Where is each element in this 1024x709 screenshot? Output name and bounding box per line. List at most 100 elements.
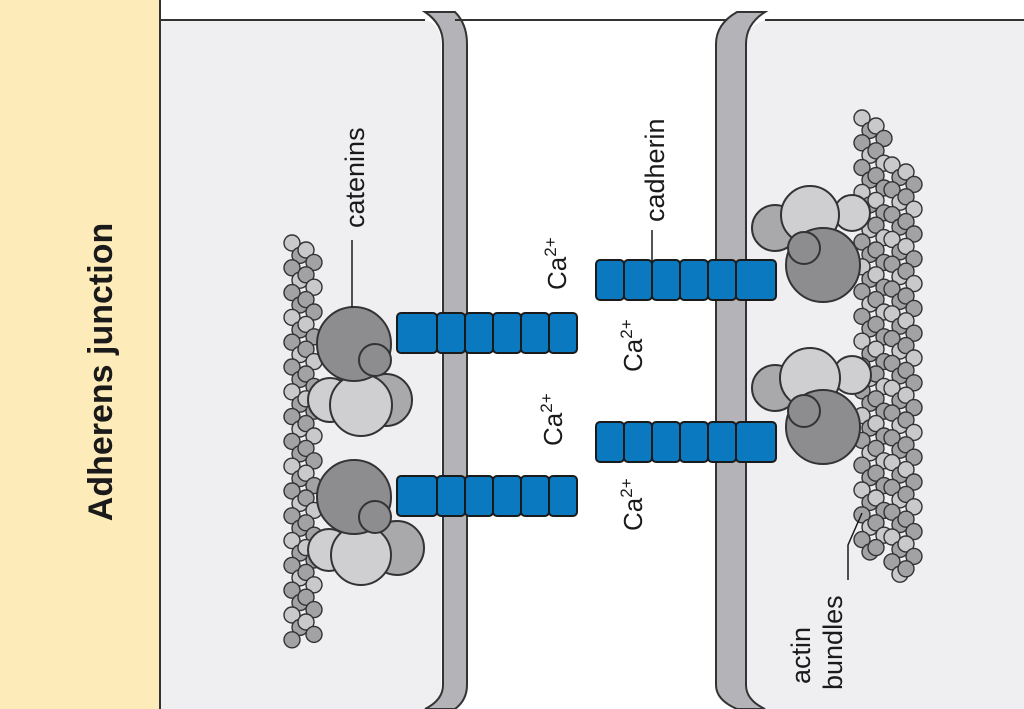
actin-subunit (905, 225, 923, 243)
actin-subunit (283, 234, 301, 252)
actin-bundles-leader-line (847, 512, 863, 580)
actin-subunit (867, 390, 885, 408)
actin-subunit (867, 191, 885, 210)
actin-subunit (897, 188, 915, 206)
catenin-cluster-upper-left (307, 306, 413, 437)
actin-subunit (883, 205, 901, 224)
diagram-title: Adherens junction (82, 223, 120, 521)
actin-subunit (905, 473, 923, 491)
actin-subunit (305, 303, 323, 321)
actin-subunit (853, 307, 871, 326)
catenin-cluster-upper-right (751, 185, 871, 303)
cadherin-domain (520, 312, 550, 354)
actin-subunit (897, 535, 915, 553)
left-cell-membrane (421, 11, 468, 709)
cadherin-domain (735, 259, 777, 301)
actin-subunit (297, 266, 315, 284)
cadherin-domain (396, 312, 438, 354)
actin-subunit (883, 478, 901, 497)
cadherin-domain (707, 421, 737, 463)
cadherin-domain (623, 259, 653, 301)
cadherin-domain (679, 259, 709, 301)
actin-subunit (897, 560, 915, 578)
title-bar (0, 0, 160, 709)
actin-subunit (897, 460, 915, 479)
cadherin-label: cadherin (640, 118, 670, 222)
actin-subunit (897, 411, 915, 429)
actin-subunit (297, 340, 315, 358)
actin-subunit (867, 514, 885, 532)
calcium-ion-label: Ca2+ (617, 319, 648, 372)
actin-subunit (867, 117, 885, 135)
actin-subunit (297, 290, 315, 309)
actin-subunit (905, 175, 923, 194)
actin-subunit (867, 464, 885, 482)
actin-subunit (897, 436, 915, 454)
cadherin-domain (651, 259, 681, 301)
actin-subunit (883, 354, 901, 373)
actin-subunit (283, 383, 301, 401)
actin-subunit (883, 528, 901, 546)
calcium-ion-label: Ca2+ (617, 478, 648, 531)
actin-subunit (897, 212, 915, 231)
actin-subunit (897, 485, 915, 504)
actin-subunit (905, 274, 923, 293)
actin-subunit (283, 333, 301, 351)
actin-subunit (897, 312, 915, 330)
actin-subunit (305, 576, 323, 594)
actin-subunit (883, 553, 901, 571)
actin-subunit (283, 283, 301, 302)
calcium-ion-label: Ca2+ (537, 393, 568, 446)
actin-subunit (283, 308, 301, 327)
actin-subunit (297, 489, 315, 507)
actin-subunit (297, 464, 315, 482)
cadherin-domain (520, 475, 550, 517)
cadherin-domain (464, 475, 494, 517)
actin-subunit (905, 547, 923, 566)
actin-subunit (883, 429, 901, 447)
actin-subunit (905, 200, 923, 218)
actin-subunit (897, 262, 915, 280)
actin-subunit (283, 482, 301, 500)
actin-subunit (853, 332, 871, 350)
cadherin-domain (436, 475, 466, 517)
actin-subunit (867, 142, 885, 160)
actin-subunit (905, 250, 923, 268)
cadherin-domain (595, 259, 625, 301)
actin-subunit (905, 522, 923, 541)
actin-subunit (883, 503, 901, 521)
actin-subunit (883, 305, 901, 323)
actin-subunit (297, 514, 315, 532)
actin-subunit (853, 456, 871, 474)
actin-subunit (853, 530, 871, 549)
actin-subunit (853, 233, 871, 251)
actin-subunit (283, 507, 301, 525)
actin-subunit (283, 581, 301, 599)
actin-subunit (297, 414, 315, 433)
actin-subunit (297, 241, 315, 259)
actin-subunit (297, 613, 315, 631)
actin-subunit (883, 329, 901, 348)
actin-subunit (883, 453, 901, 472)
actin-subunit (897, 361, 915, 380)
actin-subunit (905, 299, 923, 318)
actin-subunit (297, 315, 315, 334)
actin-subunit (283, 259, 301, 277)
actin-subunit (867, 340, 885, 358)
actin-subunit (305, 600, 323, 619)
actin-bundles-label-line2: bundles (818, 595, 848, 690)
actin-subunit (867, 241, 885, 259)
left-actin-bundle (283, 234, 323, 649)
cadherin-right-lower (595, 421, 777, 463)
actin-subunit (305, 427, 323, 445)
actin-subunit (875, 129, 893, 148)
actin-subunit (853, 282, 871, 301)
cadherin-left-upper (396, 312, 578, 354)
actin-subunit (853, 481, 871, 499)
actin-subunit (905, 374, 923, 392)
actin-subunit (897, 287, 915, 305)
actin-subunit (905, 324, 923, 342)
actin-subunit (283, 407, 301, 426)
actin-subunit (897, 386, 915, 404)
